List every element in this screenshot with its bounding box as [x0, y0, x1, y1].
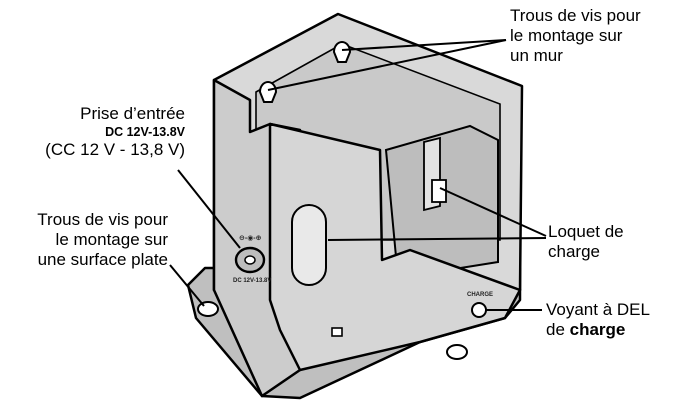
leader-wall-screw-1	[341, 39, 507, 51]
input-jack-line-3: (CC 12 V - 13,8 V)	[45, 140, 185, 159]
led-line-1: Voyant à DEL	[546, 300, 650, 319]
front-wall	[268, 122, 522, 372]
led-prefix: de	[546, 320, 570, 339]
base-screw-hole-left	[197, 301, 219, 317]
wall-screw-line-3: un mur	[510, 46, 563, 65]
callout-flat-surface-screws: Trous de vis pour le montage sur une sur…	[37, 210, 168, 270]
flat-screw-line-3: une surface plate	[37, 250, 168, 269]
flat-screw-line-1: Trous de vis pour	[37, 210, 168, 229]
flat-screw-line-2: le montage sur	[55, 230, 168, 249]
wall-screw-line-2: le montage sur	[510, 26, 623, 45]
callout-charge-led: Voyant à DEL de charge	[546, 300, 650, 340]
callout-wall-screw-holes: Trous de vis pour le montage sur un mur	[510, 6, 641, 66]
wall-screw-hole-left	[258, 81, 278, 103]
input-jack-line-2: DC 12V-13.8V	[105, 125, 185, 139]
wall-screw-line-1: Trous de vis pour	[510, 6, 641, 25]
input-jack-pin	[244, 255, 256, 265]
leader-input-jack	[177, 169, 241, 249]
leader-front-slot	[327, 237, 547, 241]
charge-led-label: CHARGE	[467, 292, 493, 298]
led-line-2: de charge	[546, 320, 650, 340]
base-screw-hole-right	[446, 344, 468, 360]
charge-latch-line-2: charge	[548, 242, 600, 261]
callout-input-jack: Prise d’entrée DC 12V-13.8V (CC 12 V - 1…	[45, 104, 185, 160]
input-jack-line-1: Prise d’entrée	[80, 104, 185, 123]
leader-flat-screw	[169, 264, 205, 307]
polarity-symbol: ⊖-◉-⊕	[239, 235, 262, 242]
front-slot	[291, 204, 327, 286]
jack-rating: DC 12V-13.8V	[233, 278, 271, 284]
front-square	[331, 327, 343, 337]
wall-screw-hole-top	[332, 41, 352, 63]
callout-charge-latch: Loquet de charge	[548, 222, 624, 262]
charge-led	[471, 302, 487, 318]
charge-latch-tab	[431, 179, 447, 203]
led-bold: charge	[569, 320, 626, 339]
charge-latch-line-1: Loquet de	[548, 222, 624, 241]
leader-wall-screw-2	[267, 39, 507, 91]
leader-charge-latch	[439, 187, 547, 237]
